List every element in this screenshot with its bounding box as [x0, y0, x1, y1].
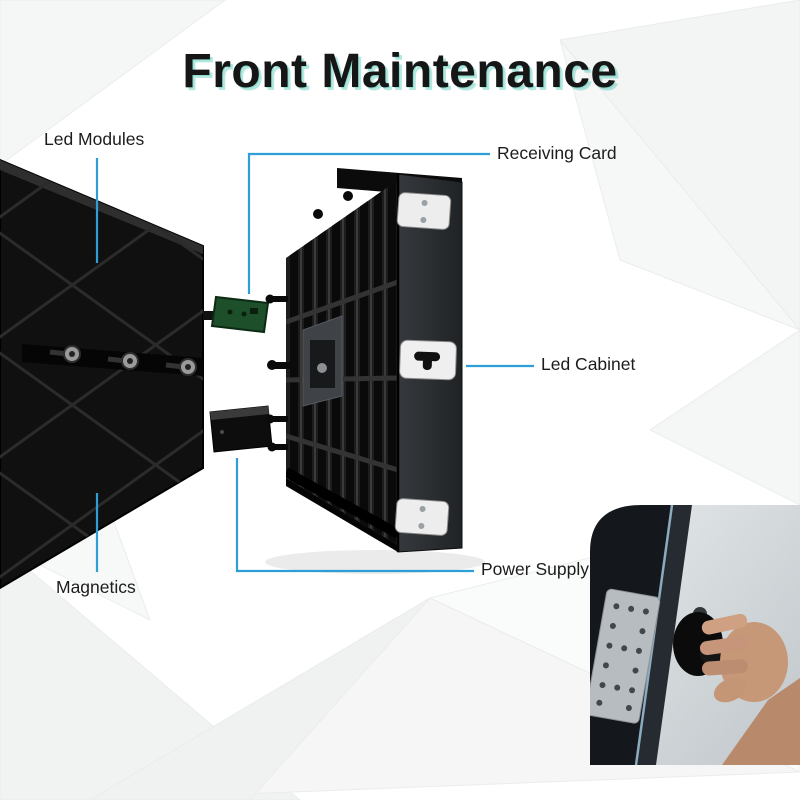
cabinet-bolts	[265, 191, 353, 452]
hand	[699, 613, 800, 765]
maintenance-photo	[590, 505, 800, 765]
magnet-handles	[49, 345, 197, 376]
label-power-supply: Power Supply	[481, 559, 589, 579]
leader-receiving-card	[247, 152, 490, 294]
label-magnetics: Magnetics	[56, 577, 136, 597]
cabinet-lock-plate-middle	[399, 339, 457, 381]
perforated-plate	[590, 588, 661, 724]
leader-power-supply	[235, 458, 474, 573]
cabinet-lock-plate-top	[396, 192, 452, 230]
label-led-cabinet: Led Cabinet	[541, 354, 636, 374]
power-supply-graphic	[209, 405, 273, 453]
leader-lines	[95, 152, 534, 573]
led-cabinet-graphic	[265, 168, 463, 553]
label-receiving-card: Receiving Card	[497, 143, 617, 163]
page-title: Front Maintenance	[182, 45, 618, 98]
cabinet-lock-plate-bottom	[394, 498, 450, 536]
label-led-modules: Led Modules	[44, 129, 145, 149]
receiving-card-graphic	[203, 295, 270, 334]
cabinet-shadow	[265, 550, 485, 574]
